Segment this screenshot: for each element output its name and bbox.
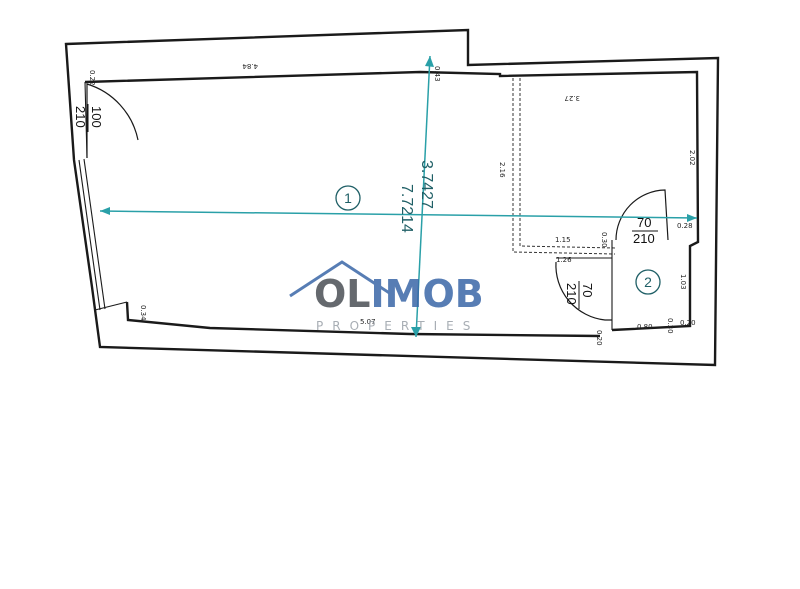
dim-bottom-right: 0.20	[595, 330, 603, 346]
dim-wall-right: 0.28	[677, 222, 693, 230]
room2-walls	[556, 240, 613, 330]
dim-top-length: 4.84	[242, 62, 258, 70]
dim-step-depth: 1.26	[556, 256, 572, 264]
room1-number: 1	[344, 190, 352, 206]
door-room2-label: 70 210	[564, 281, 595, 309]
dim-alcove-depth: 2.16	[498, 162, 506, 178]
dim-room2-height: 1.03	[679, 274, 687, 290]
arrow-bottom	[411, 327, 421, 337]
dim-alcove-height: 2.02	[688, 150, 696, 166]
inner-wall	[84, 70, 700, 338]
dim-step-width: 1.15	[555, 236, 571, 244]
door-room2	[555, 261, 612, 321]
door-room1-to-2	[615, 189, 669, 241]
svg-text:100: 100	[89, 106, 104, 128]
area-label-primary: 7.7214	[398, 184, 415, 233]
window-left	[73, 158, 106, 311]
door-room1-to-2-label: 70 210	[632, 215, 658, 246]
room1-circle	[335, 185, 361, 211]
dim-room2-width: 0.80	[637, 323, 653, 331]
svg-text:70: 70	[637, 215, 651, 230]
dim-step-small: 0.30	[600, 232, 608, 248]
dim-bottom-length: 5.07	[360, 318, 376, 326]
dim-alcove-width: 3.27	[564, 94, 580, 102]
arrow-right	[687, 214, 697, 222]
measure-horizontal	[99, 210, 698, 219]
room2-number: 2	[644, 274, 652, 290]
arrow-left	[100, 207, 110, 215]
dim-room2-small2: 0.20	[680, 319, 696, 327]
arrow-top	[425, 56, 434, 67]
room2-circle	[635, 269, 661, 295]
svg-text:210: 210	[564, 283, 579, 305]
measure-vertical	[415, 55, 431, 338]
dim-mid: 0.43	[433, 66, 441, 82]
dim-top-left: 0.22	[88, 70, 96, 86]
svg-text:70: 70	[580, 283, 595, 297]
dim-bottom-left: 0.34	[139, 305, 147, 321]
roof-icon	[289, 260, 395, 298]
area-label-secondary: 3.7427	[418, 160, 435, 209]
brand-name: OLIMOB	[314, 272, 484, 316]
entrance-door-label: 100 210	[73, 104, 104, 132]
brand-tagline: PROPERTIES	[316, 319, 479, 333]
svg-text:210: 210	[633, 231, 655, 246]
olimob-logo: OLIMOB PROPERTIES	[289, 260, 484, 333]
svg-text:210: 210	[73, 106, 88, 128]
alcove-outline	[512, 78, 616, 255]
dim-room2-small: 0.30	[666, 318, 674, 334]
entrance-door	[86, 83, 139, 158]
